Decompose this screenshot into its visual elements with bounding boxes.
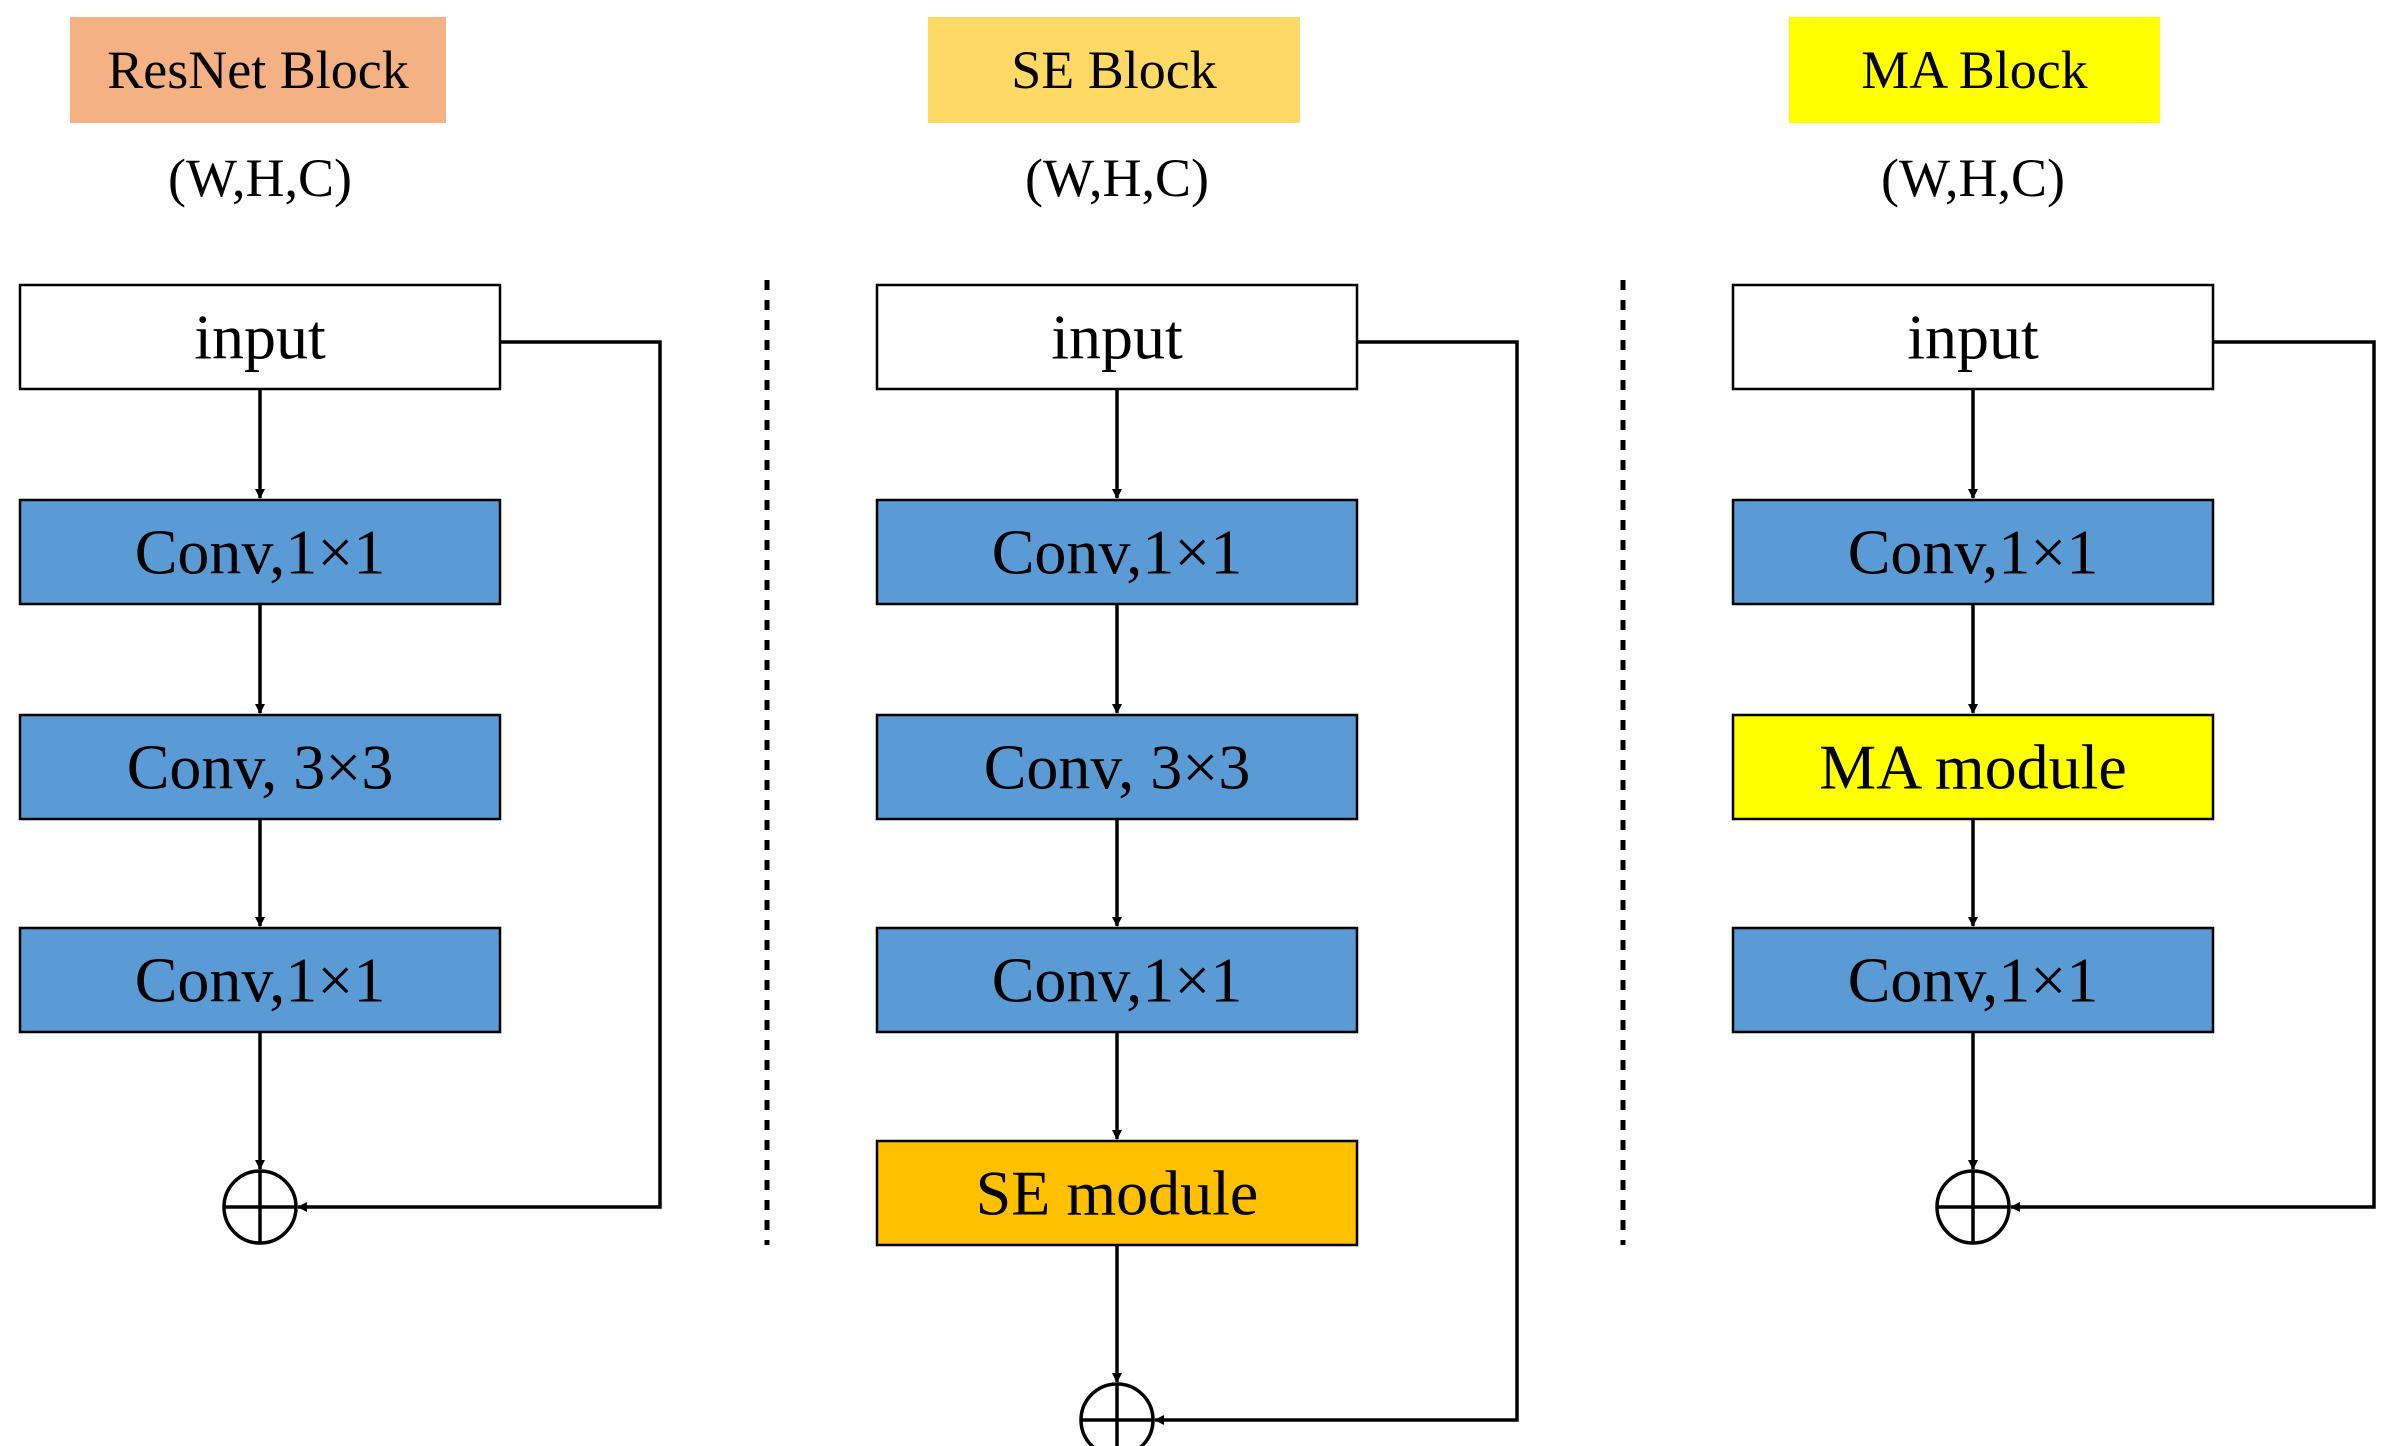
sum-node-icon — [222, 1169, 298, 1245]
dimensions-label: (W,H,C) — [1025, 148, 1209, 208]
conv-layer-label: Conv,1×1 — [992, 945, 1243, 1016]
se-title: SE Block — [1011, 40, 1217, 100]
dimensions-label: (W,H,C) — [1881, 148, 2065, 208]
resnet-title: ResNet Block — [107, 40, 408, 100]
conv-layer-label: Conv, 3×3 — [127, 732, 394, 803]
input-label: input — [1051, 302, 1183, 373]
conv-layer-box — [875, 498, 1359, 606]
conv-layer-box — [875, 926, 1359, 1034]
dimensions-label: (W,H,C) — [168, 148, 352, 208]
se-module-label: SE module — [976, 1158, 1259, 1229]
input-label: input — [194, 302, 326, 373]
se-module-box — [875, 1139, 1359, 1247]
conv-layer-label: Conv,1×1 — [135, 945, 386, 1016]
se-title-badge — [928, 17, 1300, 123]
ma-title-badge — [1789, 17, 2160, 123]
input-box — [1731, 283, 2215, 391]
conv-layer-label: Conv,1×1 — [992, 517, 1243, 588]
ma-title: MA Block — [1861, 40, 2088, 100]
ma-module-box — [1731, 713, 2215, 821]
skip-connection-arrow — [1154, 340, 1519, 1425]
input-box — [18, 283, 502, 391]
conv-layer-box — [18, 713, 502, 821]
conv-layer-box — [18, 926, 502, 1034]
input-label: input — [1907, 302, 2039, 373]
sum-node-icon — [1935, 1169, 2011, 1245]
skip-connection-arrow — [297, 340, 662, 1212]
ma-module-label: MA module — [1819, 732, 2127, 803]
conv-layer-label: Conv,1×1 — [1848, 517, 2099, 588]
conv-layer-label: Conv, 3×3 — [984, 732, 1251, 803]
conv-layer-label: Conv,1×1 — [135, 517, 386, 588]
conv-layer-box — [18, 498, 502, 606]
conv-layer-box — [875, 713, 1359, 821]
sum-node-icon — [1079, 1382, 1155, 1446]
resnet-title-badge — [70, 17, 446, 123]
skip-connection-arrow — [2010, 340, 2376, 1212]
conv-layer-label: Conv,1×1 — [1848, 945, 2099, 1016]
